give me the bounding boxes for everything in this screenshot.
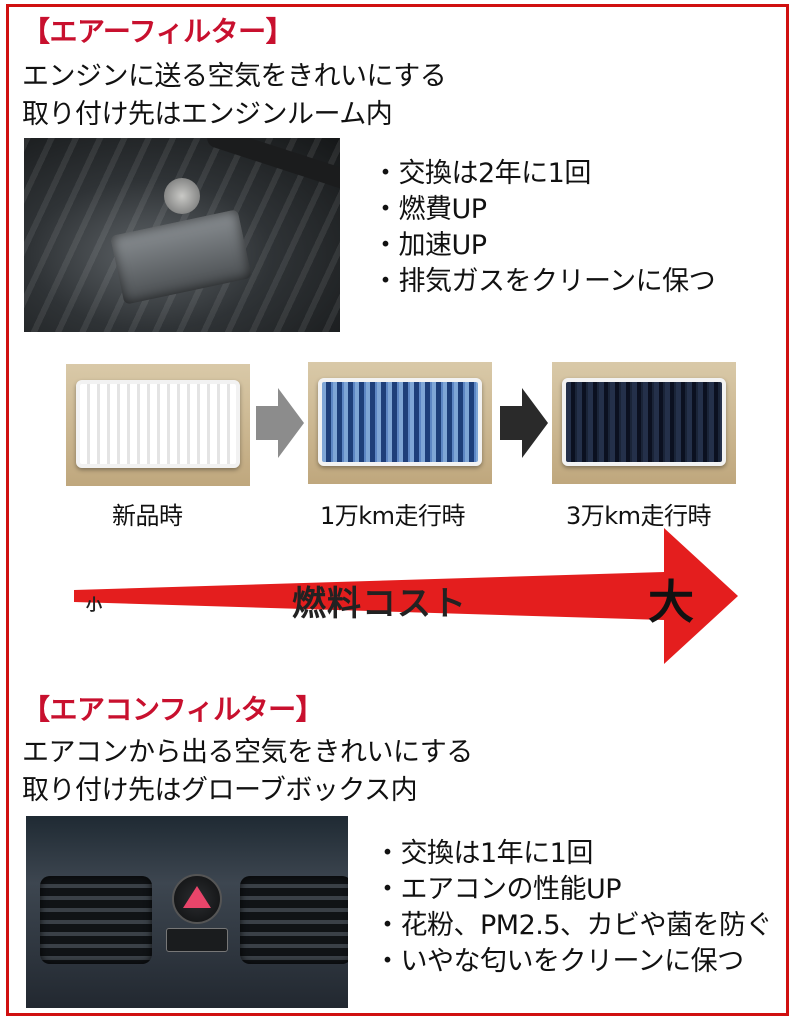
caption-30000km: 3万km走行時 [566, 502, 712, 530]
engine-block [110, 209, 252, 305]
content-frame [6, 4, 789, 1016]
air-filter-bullet: ・排気ガスをクリーンに保つ [372, 266, 716, 297]
air-filter-bullets: ・交換は2年に1回 ・燃費UP ・加速UP ・排気ガスをクリーンに保つ [372, 156, 716, 300]
hazard-button-icon [172, 874, 222, 924]
aircon-filter-heading: 【エアコンフィルター】 [22, 693, 324, 726]
used-30000km-filter-photo [552, 362, 736, 484]
aircon-filter-bullet: ・交換は1年に1回 [374, 838, 593, 869]
cost-large-label: 大 [648, 575, 694, 629]
caption-10000km: 1万km走行時 [320, 502, 466, 530]
fuel-cost-arrow-icon [74, 528, 738, 664]
dashboard-vent-photo [26, 816, 348, 1008]
engine-room-photo [24, 138, 340, 332]
air-filter-description: エンジンに送る空気をきれいにする [22, 61, 447, 92]
aircon-filter-bullets: ・交換は1年に1回 ・エアコンの性能UP ・花粉、PM2.5、カビや菌を防ぐ ・… [374, 836, 773, 980]
caption-new: 新品時 [112, 502, 183, 530]
air-filter-location: 取り付け先はエンジンルーム内 [22, 99, 393, 130]
engine-hose [204, 138, 340, 191]
clean-filter-image [76, 380, 240, 468]
right-air-vent [240, 876, 348, 964]
engine-cap [164, 178, 200, 214]
used-10000km-filter-photo [308, 362, 492, 484]
air-filter-bullet: ・加速UP [372, 230, 487, 261]
aircon-filter-bullet: ・エアコンの性能UP [374, 874, 622, 905]
airbag-indicator [166, 928, 228, 952]
very-dirty-filter-image [562, 378, 726, 466]
dark-arrow-icon [500, 388, 548, 458]
cost-small-label: 小 [86, 595, 103, 614]
aircon-filter-bullet: ・花粉、PM2.5、カビや菌を防ぐ [374, 910, 773, 941]
aircon-filter-location: 取り付け先はグローブボックス内 [22, 775, 418, 806]
hazard-triangle-icon [183, 886, 211, 908]
air-filter-heading: 【エアーフィルター】 [22, 15, 294, 48]
air-filter-bullet: ・燃費UP [372, 194, 487, 225]
dirty-filter-image [318, 378, 482, 466]
aircon-filter-description: エアコンから出る空気をきれいにする [22, 737, 473, 768]
fuel-cost-label: 燃料コスト [292, 584, 467, 624]
gray-arrow-icon [256, 388, 304, 458]
left-air-vent [40, 876, 152, 964]
aircon-filter-bullet: ・いやな匂いをクリーンに保つ [374, 946, 744, 977]
new-filter-photo [66, 364, 250, 486]
air-filter-bullet: ・交換は2年に1回 [372, 158, 591, 189]
